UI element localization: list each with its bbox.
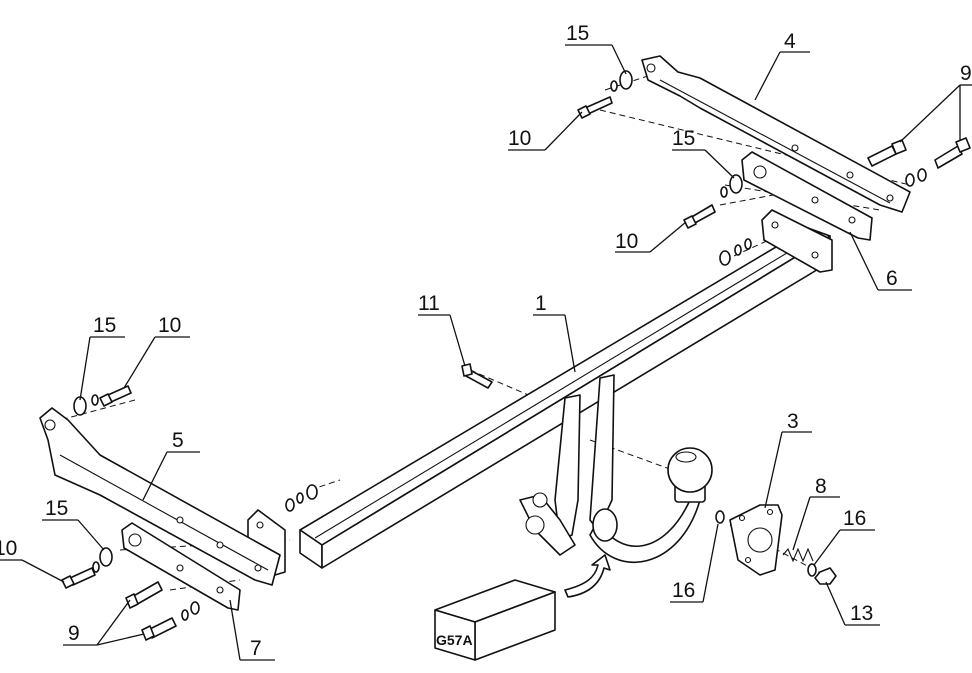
callout-13: 13 bbox=[850, 602, 873, 625]
plate-part-7 bbox=[121, 522, 241, 611]
callout-11: 11 bbox=[418, 292, 440, 315]
curved-arrow-icon bbox=[564, 554, 611, 598]
bracket-part-5 bbox=[39, 407, 281, 586]
bracket-part-4 bbox=[641, 55, 911, 213]
g57a-box: G57A bbox=[434, 579, 556, 661]
bolt-part-10-mid bbox=[683, 204, 716, 229]
callout-15-mid: 15 bbox=[672, 127, 695, 150]
bolt-part-10-left bbox=[99, 385, 132, 407]
washer-part-16-left bbox=[715, 510, 725, 524]
g57a-label: G57A bbox=[436, 632, 473, 648]
callout-10-top: 10 bbox=[508, 127, 531, 150]
nut-part-13 bbox=[814, 567, 837, 585]
callout-7: 7 bbox=[250, 637, 262, 660]
callout-15-bottom: 15 bbox=[45, 497, 68, 520]
bolt-part-9-left-a bbox=[125, 581, 163, 609]
callout-labels: 15 10 4 9 15 10 6 11 1 15 10 5 15 10 9 7… bbox=[0, 22, 972, 660]
socket-plate-part-3 bbox=[729, 504, 783, 576]
callout-10-mid: 10 bbox=[615, 230, 638, 253]
callout-1: 1 bbox=[535, 292, 547, 315]
callout-9-right: 9 bbox=[960, 62, 972, 85]
callout-16-left: 16 bbox=[672, 579, 695, 602]
callout-6: 6 bbox=[886, 267, 898, 290]
callout-10-left: 10 bbox=[158, 314, 181, 337]
callout-3: 3 bbox=[787, 410, 799, 433]
bolt-part-10-top bbox=[577, 96, 613, 119]
callout-15-left: 15 bbox=[93, 314, 116, 337]
leader-lines bbox=[0, 44, 972, 661]
callout-10-bottom: 10 bbox=[0, 537, 17, 560]
bolt-part-11 bbox=[461, 363, 493, 389]
spring-part-8 bbox=[782, 547, 814, 563]
callout-8: 8 bbox=[815, 475, 827, 498]
bolt-part-9-right-b bbox=[934, 137, 971, 169]
washers-and-nuts bbox=[73, 70, 927, 621]
bolt-part-10-bottom bbox=[61, 567, 96, 589]
plate-part-6 bbox=[741, 151, 873, 241]
towball-assembly bbox=[519, 374, 713, 563]
bolt-part-9-left-b bbox=[141, 617, 177, 641]
washer-part-16-right bbox=[807, 563, 817, 577]
bolt-part-9-right-a bbox=[867, 139, 907, 167]
callout-4: 4 bbox=[784, 30, 796, 53]
callout-9-left: 9 bbox=[68, 622, 80, 645]
callout-15-top: 15 bbox=[566, 22, 589, 45]
callout-5: 5 bbox=[172, 429, 184, 452]
callout-16-right: 16 bbox=[843, 507, 866, 530]
